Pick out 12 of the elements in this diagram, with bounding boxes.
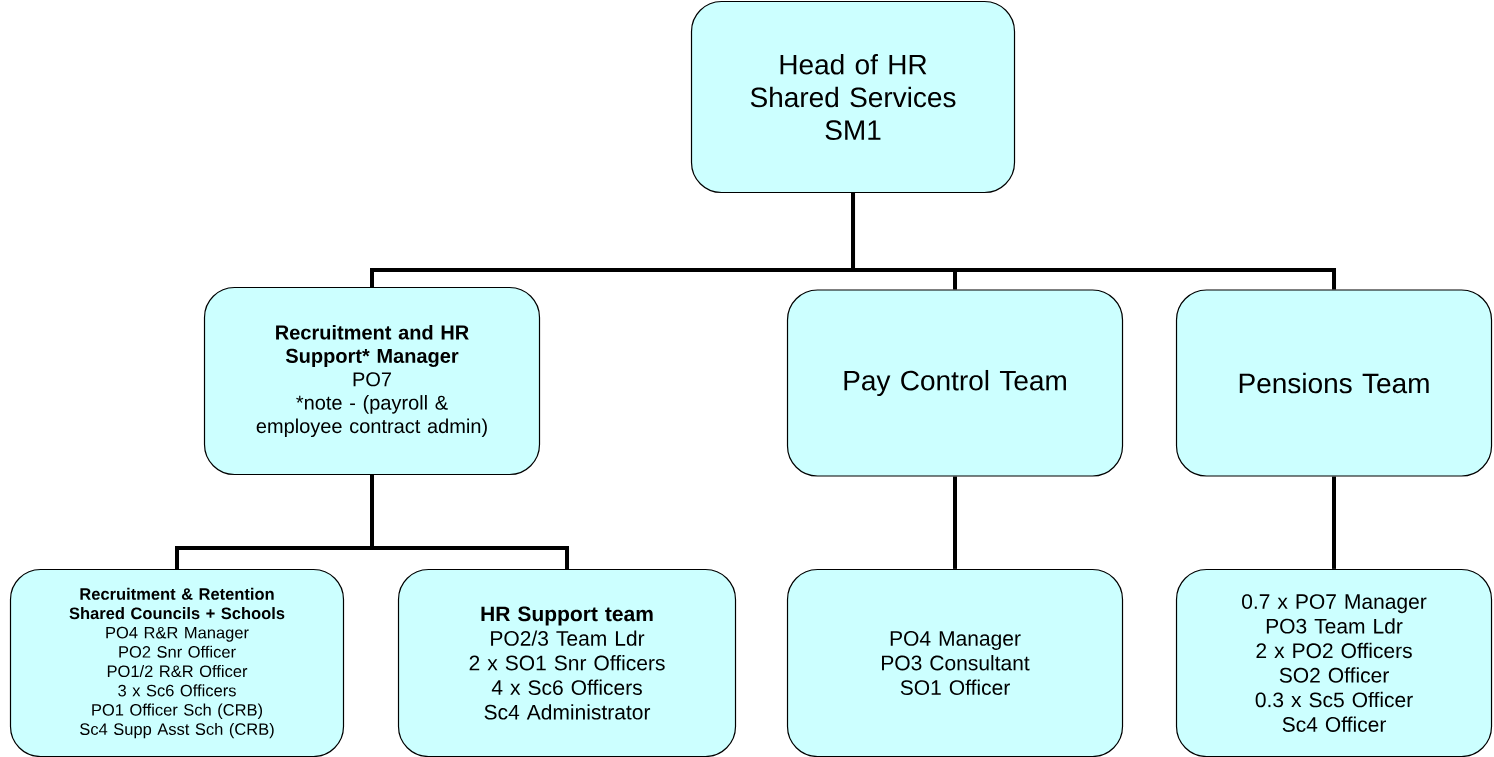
org-box: Recruitment & Retention Shared Councils + Schools PO4 R&R Manager PO2 Snr Officer PO1/2 R&R Officer 3 x Sc6 Officers PO1 Officer Sch (CRB) Sc4 Supp Asst Sch (CRB) bbox=[9, 568, 345, 757]
connector-line bbox=[851, 193, 1336, 290]
connector-line bbox=[370, 475, 569, 569]
connector-line bbox=[953, 476, 957, 569]
org-box: HR Support team PO2/3 Team Ldr 2 x SO1 Snr Officers 4 x Sc6 Officers Sc4 Administrator bbox=[397, 568, 737, 757]
connector-line bbox=[1332, 476, 1336, 569]
org-box: Pensions Team bbox=[1175, 289, 1493, 477]
org-box: Head of HR Shared Services SM1 bbox=[690, 0, 1016, 194]
org-box: Pay Control Team bbox=[786, 289, 1124, 477]
org-box: 0.7 x PO7 Manager PO3 Team Ldr 2 x PO2 Officers SO2 Officer 0.3 x Sc5 Officer Sc4 Officer bbox=[1175, 568, 1493, 757]
org-box: Recruitment and HR Support* Manager PO7 *note - (payroll & employee contract admin) bbox=[203, 286, 541, 476]
org-box: PO4 Manager PO3 Consultant SO1 Officer bbox=[786, 568, 1124, 757]
